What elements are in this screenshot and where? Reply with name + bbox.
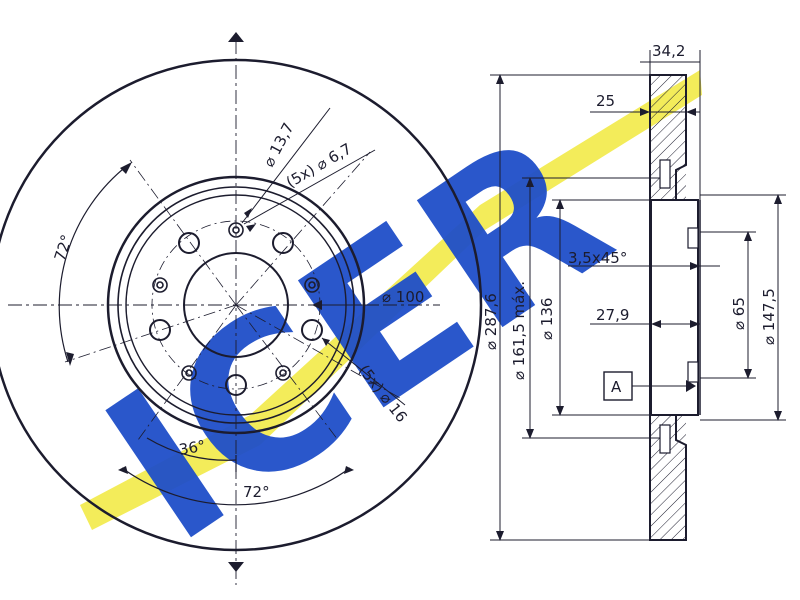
label-diameter-136: ⌀ 136 [538, 298, 556, 340]
small-hole-center [185, 369, 193, 377]
bolt-hole [149, 319, 171, 341]
arrow-icon [66, 352, 74, 366]
arrow-icon [246, 224, 256, 232]
leader-6-7 [243, 149, 376, 225]
hole-leaders [241, 107, 406, 406]
bolt-holes [149, 232, 323, 396]
arrow-icon [774, 411, 782, 421]
arrow-icon [120, 162, 132, 174]
hole-label-13-7: ⌀ 13,7 [260, 120, 298, 170]
small-hole [181, 365, 197, 381]
bolt-hole [225, 374, 247, 396]
small-hole [228, 222, 244, 238]
label-diameter-147-5: ⌀ 147,5 [760, 288, 778, 345]
arrow-icon [651, 320, 661, 328]
arrow-icon [640, 108, 650, 116]
leader-13-7 [241, 107, 331, 224]
section-outline [649, 74, 687, 541]
small-holes [152, 222, 320, 381]
hole-label-6-7: (5x) ⌀ 6,7 [283, 140, 355, 192]
arrow-icon [526, 177, 534, 187]
radial-lines [64, 151, 401, 441]
arrow-icon [556, 199, 564, 209]
radial-line [235, 304, 401, 399]
angle-arc-bottom [121, 467, 351, 506]
arrow-icon [526, 429, 534, 439]
angle-label-36: 36° [178, 437, 207, 459]
arrow-icon [312, 300, 322, 310]
arrow-icon [744, 231, 752, 241]
arrow-icon [322, 338, 330, 346]
radial-line [137, 304, 237, 441]
arrow-icon [556, 406, 564, 416]
radial-line [129, 159, 237, 306]
leader-16 [321, 337, 406, 406]
icer-watermark-logo: ICER [66, 70, 702, 589]
radial-line [235, 304, 339, 441]
label-chamfer: 3,5x45° [568, 249, 627, 267]
radial-line [235, 151, 371, 306]
bolt-hole [178, 232, 200, 254]
small-hole-center [279, 369, 287, 377]
small-hole [304, 277, 320, 293]
small-hole-center [308, 281, 316, 289]
angle-dimensions [58, 162, 354, 506]
angle-label-72-bottom: 72° [243, 483, 270, 501]
vent-bottom [659, 424, 671, 454]
label-diameter-287-6: ⌀ 287,6 [482, 293, 500, 350]
label-thickness-25: 25 [596, 92, 615, 110]
arrow-icon [690, 262, 700, 270]
label-diameter-161-5: ⌀ 161,5 máx. [510, 281, 528, 380]
arrow-icon [690, 320, 700, 328]
datum-box [603, 371, 633, 401]
vent-top [659, 159, 671, 189]
arrow-icon [744, 369, 752, 379]
side-view-dimensions [490, 50, 786, 541]
side-view-labels: 34,2 25 3,5x45° 27,9 ⌀ 287,6 ⌀ 161,5 máx… [482, 42, 778, 396]
small-hole [275, 365, 291, 381]
small-hole [152, 277, 168, 293]
arrow-icon [344, 466, 354, 474]
arrow-icon [118, 466, 128, 474]
centerline-top-arrow-icon [228, 32, 244, 42]
small-hole-center [232, 226, 240, 234]
arrow-icon [496, 531, 504, 541]
datum-triangle-icon [686, 380, 696, 392]
bolt-hole [272, 232, 294, 254]
angle-arc-inner [146, 437, 237, 461]
watermark-yellow-swoosh [80, 70, 702, 530]
centerline-bottom-arrow-icon [228, 562, 244, 572]
angle-arc-top-left [58, 164, 129, 363]
angle-label-72-left: 72° [51, 232, 76, 263]
label-thickness-34-2: 34,2 [652, 42, 685, 60]
hub-bolt-hole-bottom [687, 361, 699, 383]
pcd-label-100: ⌀ 100 [382, 288, 424, 306]
arrow-icon [774, 194, 782, 204]
small-hole-center [156, 281, 164, 289]
arrow-icon [244, 208, 252, 218]
datum-label: A [611, 378, 622, 396]
label-diameter-65: ⌀ 65 [730, 297, 748, 330]
side-view [649, 74, 701, 541]
label-offset-27-9: 27,9 [596, 306, 629, 324]
radial-line [64, 304, 237, 363]
arrow-icon [686, 108, 696, 116]
hub-bolt-hole-top [687, 227, 699, 249]
bolt-hole [301, 319, 323, 341]
arrow-icon [496, 74, 504, 84]
